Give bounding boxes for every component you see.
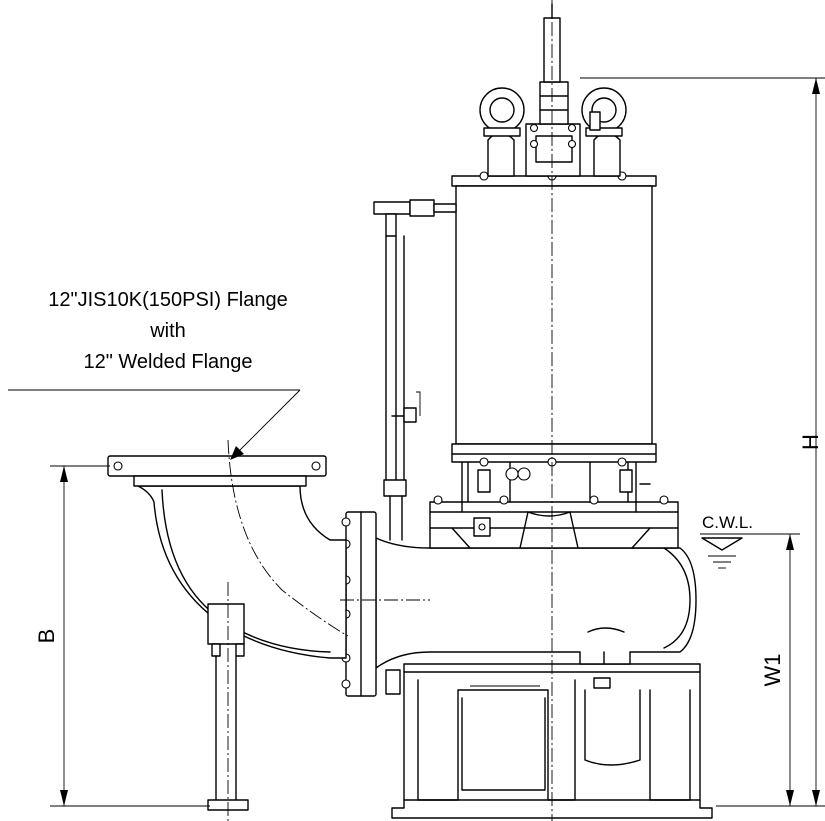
annotation-line-1: 12"JIS10K(150PSI) Flange [48,289,287,311]
lifting-eye-left [479,87,525,177]
dimension-w1 [786,534,794,806]
dimension-b [50,465,210,807]
flange-annotation: 12"JIS10K(150PSI) Flange with 12" Welded… [8,289,301,460]
annotation-line-2: with [149,320,186,342]
annotation-line-3: 12" Welded Flange [83,351,252,373]
water-level-symbol: C.W.L. [700,513,800,569]
base-stand [385,663,713,819]
top-flange [107,455,327,487]
volute-casing [345,511,697,697]
motor-frame [451,171,657,467]
lifting-eye-right [581,87,627,177]
dimension-h [580,77,825,807]
cwl-label: C.W.L. [702,513,753,532]
dimension-h-label: H [798,434,823,450]
top-housing [525,81,601,177]
dimension-w1-label: W1 [760,654,785,687]
center-lines [227,0,553,821]
dimension-b-label: B [34,629,59,644]
side-cable-pipe [373,199,457,541]
motor-base [429,461,679,549]
